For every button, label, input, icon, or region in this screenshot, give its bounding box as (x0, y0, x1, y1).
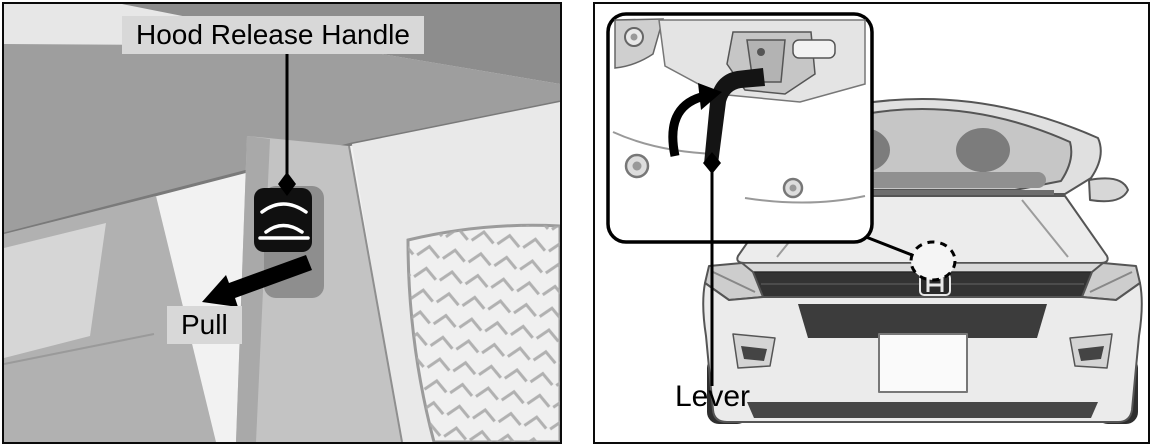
interior-panel: Hood Release Handle Pull (2, 2, 562, 444)
fog-slot-left (741, 346, 767, 361)
curved-arrow-icon (668, 92, 703, 157)
headlight-left-line (712, 271, 756, 293)
callout-diamond-icon (278, 172, 296, 196)
inset-connector-line (865, 235, 913, 257)
pull-label: Pull (167, 306, 242, 345)
dashboard-underside (4, 44, 560, 234)
mirror-right (1088, 177, 1129, 203)
panel-edge-curve-2 (744, 195, 866, 204)
pull-arrow-icon (202, 255, 312, 307)
cowl-strip (791, 190, 1054, 197)
latch-slot (792, 39, 836, 59)
inset-detail-box (606, 12, 874, 244)
interior-illustration (4, 4, 560, 442)
bumper-lip (747, 402, 1098, 418)
lower-grille (798, 304, 1047, 338)
seat-right (956, 128, 1010, 172)
hood-release-handle-icon (254, 188, 312, 252)
fog-slot-right (1078, 346, 1104, 361)
dashed-circle-marker (909, 240, 957, 282)
floor-mat (406, 223, 560, 442)
car-front-illustration (595, 4, 1148, 442)
lever-label: Lever (675, 380, 751, 413)
hood-release-handle-label: Hood Release Handle (122, 16, 424, 55)
pillar-edge-line (348, 145, 403, 442)
license-plate (878, 333, 968, 393)
curved-arrow-head (698, 83, 722, 110)
door-pocket (4, 223, 106, 358)
headlight-right-line (1089, 271, 1133, 293)
front-view-panel: Lever (593, 2, 1150, 444)
callout-diamond-icon (703, 152, 721, 174)
panel-edge-curve (612, 131, 718, 155)
door-seam-line (4, 333, 155, 365)
